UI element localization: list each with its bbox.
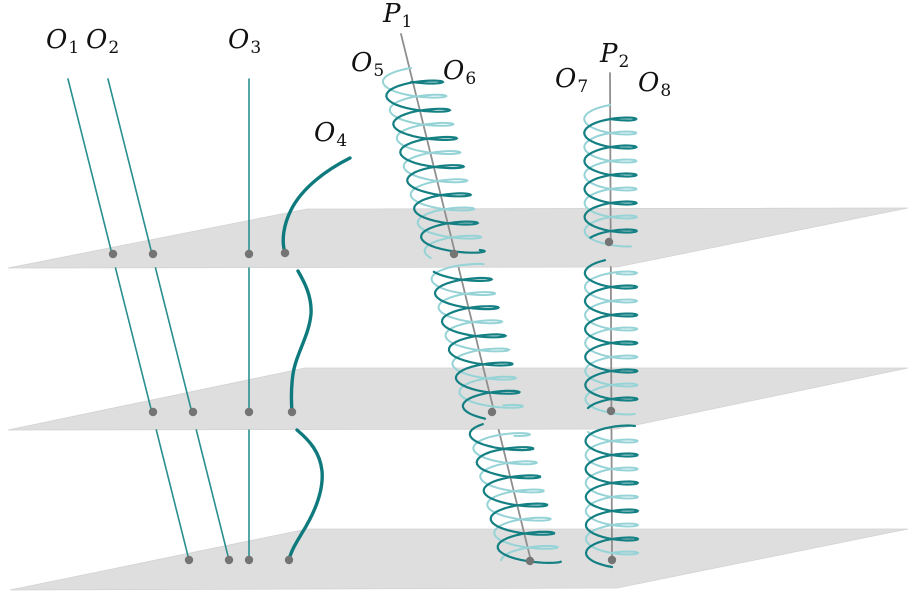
intersection-dot-2 [148, 249, 158, 259]
path-line-P1-seg2 [457, 267, 496, 413]
world-curve-O4-seg3 [287, 428, 324, 562]
label-O6-base: O [443, 56, 465, 86]
helix-P2-strand-light-seg2 [583, 270, 639, 416]
label-P2-subscript: 2 [618, 52, 630, 72]
helix-P2-strand-dark-seg2 [583, 259, 639, 410]
path-line-P2-seg3 [610, 428, 613, 561]
label-O6-subscript: 6 [465, 69, 477, 89]
label-O4-base: O [314, 118, 336, 148]
helix-P1-strand-light-seg2 [430, 262, 525, 409]
path-line-P2-seg1 [609, 72, 612, 243]
label-O8-base: O [638, 68, 660, 98]
intersection-dot-18 [607, 555, 617, 565]
helix-P2-strand-light-seg3 [584, 431, 640, 556]
label-P2-base: P [600, 39, 618, 69]
label-O1-base: O [46, 25, 68, 55]
helix-P2-strand-light-seg1 [583, 104, 638, 248]
helix-P2-strand-dark-seg3 [584, 424, 640, 569]
intersection-dot-7 [148, 407, 158, 417]
label-O8-subscript: 8 [660, 81, 672, 101]
intersection-dot-12 [606, 406, 616, 416]
intersection-dot-3 [244, 249, 254, 259]
label-O5-base: O [351, 48, 373, 78]
helix-P1-strand-dark-seg2 [432, 270, 522, 420]
label-O5-subscript: 5 [373, 61, 385, 81]
path-line-P2-seg2 [609, 266, 613, 412]
intersection-dot-6 [604, 237, 614, 247]
label-P2: P2 [600, 39, 629, 71]
label-P1: P1 [383, 0, 412, 31]
plane-3 [9, 528, 909, 591]
path-line-P1-seg1 [400, 33, 457, 255]
intersection-dot-14 [224, 555, 234, 565]
world-line-O1-seg2 [114, 267, 153, 413]
intersection-dot-11 [487, 407, 497, 417]
label-O7: O7 [555, 64, 588, 96]
intersection-dot-5 [449, 249, 459, 259]
world-line-O2-seg1 [107, 78, 153, 255]
world-curve-O4-seg2 [289, 269, 313, 414]
label-O4-subscript: 4 [336, 131, 348, 151]
intersection-dot-4 [280, 248, 290, 258]
helix-P2-strand-dark-seg1 [583, 116, 638, 239]
label-O1-subscript: 1 [68, 38, 80, 58]
intersection-dot-10 [287, 407, 297, 417]
label-O3-subscript: 3 [250, 38, 262, 58]
label-O7-base: O [555, 64, 577, 94]
path-line-P1-seg3 [497, 429, 532, 562]
intersection-dot-16 [284, 555, 294, 565]
label-O4: O4 [314, 118, 347, 150]
plane-2 [7, 367, 909, 431]
world-curve-O4-seg1 [281, 156, 352, 255]
label-O3: O3 [228, 25, 261, 57]
helix-P1-strand-dark-seg1 [385, 79, 487, 254]
helix-P1-strand-light-seg1 [381, 67, 483, 259]
world-line-O1-seg1 [67, 78, 113, 255]
label-O2-base: O [86, 25, 108, 55]
label-O5: O5 [351, 48, 384, 80]
world-line-O2-seg2 [154, 267, 193, 413]
label-O2-subscript: 2 [108, 38, 120, 58]
label-O1: O1 [46, 25, 79, 57]
intersection-dot-15 [244, 555, 254, 565]
world-line-O2-seg3 [195, 429, 230, 561]
label-P1-base: P [383, 0, 401, 29]
label-O7-subscript: 7 [577, 77, 589, 97]
intersection-dot-8 [188, 407, 198, 417]
intersection-dot-13 [184, 555, 194, 565]
label-O3-base: O [228, 25, 250, 55]
intersection-dot-1 [108, 249, 118, 259]
intersection-dot-17 [525, 556, 535, 566]
helix-P1-strand-dark-seg3 [468, 423, 562, 565]
label-P1-subscript: 1 [401, 12, 413, 32]
world-line-O1-seg3 [155, 429, 190, 561]
label-O8: O8 [638, 68, 671, 100]
label-O6: O6 [443, 56, 476, 88]
label-O2: O2 [86, 25, 119, 57]
intersection-dot-9 [244, 407, 254, 417]
